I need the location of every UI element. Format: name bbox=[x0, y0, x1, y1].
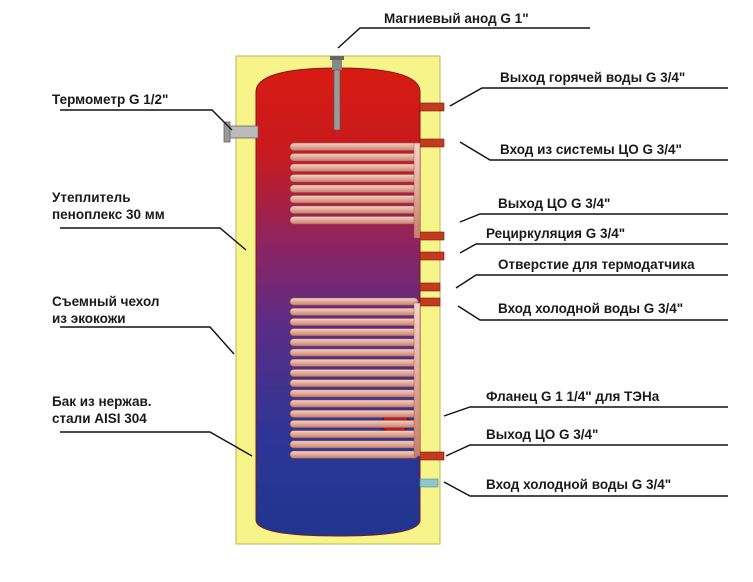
upper-coil-turn bbox=[289, 174, 419, 183]
label-sensor-port: Отверстие для термодатчика bbox=[498, 257, 695, 272]
upper-heat-exchanger-coil bbox=[289, 142, 419, 225]
leader-lines bbox=[60, 27, 728, 497]
lower-coil-turn bbox=[289, 399, 419, 408]
lower-coil-turn bbox=[289, 297, 419, 306]
coil-lower-riser bbox=[413, 302, 421, 457]
lower-coil-turn bbox=[289, 358, 419, 367]
lower-coil-turn bbox=[289, 440, 419, 449]
lower-coil-turn bbox=[289, 420, 419, 428]
lower-coil-turn bbox=[289, 379, 419, 388]
lower-coil-turn bbox=[289, 338, 419, 347]
lower-coil-turn bbox=[289, 318, 419, 326]
upper-coil-turn bbox=[289, 195, 419, 204]
label-insulation: Утеплитель пеноплекс 30 мм bbox=[52, 190, 165, 222]
lower-coil-turn bbox=[289, 409, 419, 418]
lower-coil-turn bbox=[289, 348, 419, 357]
label-thermometer: Термометр G 1/2" bbox=[52, 92, 169, 107]
upper-coil-turn bbox=[289, 153, 419, 162]
label-heating-flange: Фланец G 1 1/4" для ТЭНа bbox=[486, 389, 660, 404]
lower-coil-turn bbox=[289, 430, 419, 439]
cold-water-lower-pipe bbox=[419, 478, 439, 488]
lower-coil-turn bbox=[289, 307, 419, 316]
coil-upper-riser bbox=[413, 142, 421, 239]
label-stainless-tank: Бак из нержав. стали AISI 304 bbox=[52, 394, 152, 426]
label-co-outlet-upper: Выход ЦО G 3/4" bbox=[498, 196, 611, 211]
label-removable-cover: Съемный чехол из экокожи bbox=[52, 294, 160, 326]
lower-coil-turn bbox=[289, 450, 419, 459]
lower-coil-turn bbox=[289, 369, 419, 377]
label-co-outlet-lower: Выход ЦО G 3/4" bbox=[486, 427, 599, 442]
upper-coil-turn bbox=[289, 216, 419, 225]
upper-coil-turn bbox=[289, 184, 419, 193]
label-cold-water-inlet-lower: Вход холодной воды G 3/4" bbox=[486, 477, 672, 492]
label-recirculation: Рециркуляция G 3/4" bbox=[486, 226, 626, 241]
lower-heat-exchanger-coil bbox=[289, 297, 419, 459]
label-magnesium-anode: Магниевый анод G 1" bbox=[384, 11, 529, 26]
upper-coil-turn bbox=[289, 163, 419, 172]
label-hot-water-outlet: Выход горячей воды G 3/4" bbox=[500, 70, 686, 85]
upper-coil-turn bbox=[289, 142, 419, 151]
label-cold-water-inlet-upper: Вход холодной воды G 3/4" bbox=[498, 301, 684, 316]
label-co-system-inlet: Вход из системы ЦО G 3/4" bbox=[500, 142, 682, 157]
lower-coil-turn bbox=[289, 389, 419, 398]
lower-coil-turn bbox=[289, 328, 419, 337]
thermometer-fitting bbox=[223, 121, 259, 143]
upper-coil-turn bbox=[289, 205, 419, 214]
magnesium-anode bbox=[330, 56, 344, 131]
